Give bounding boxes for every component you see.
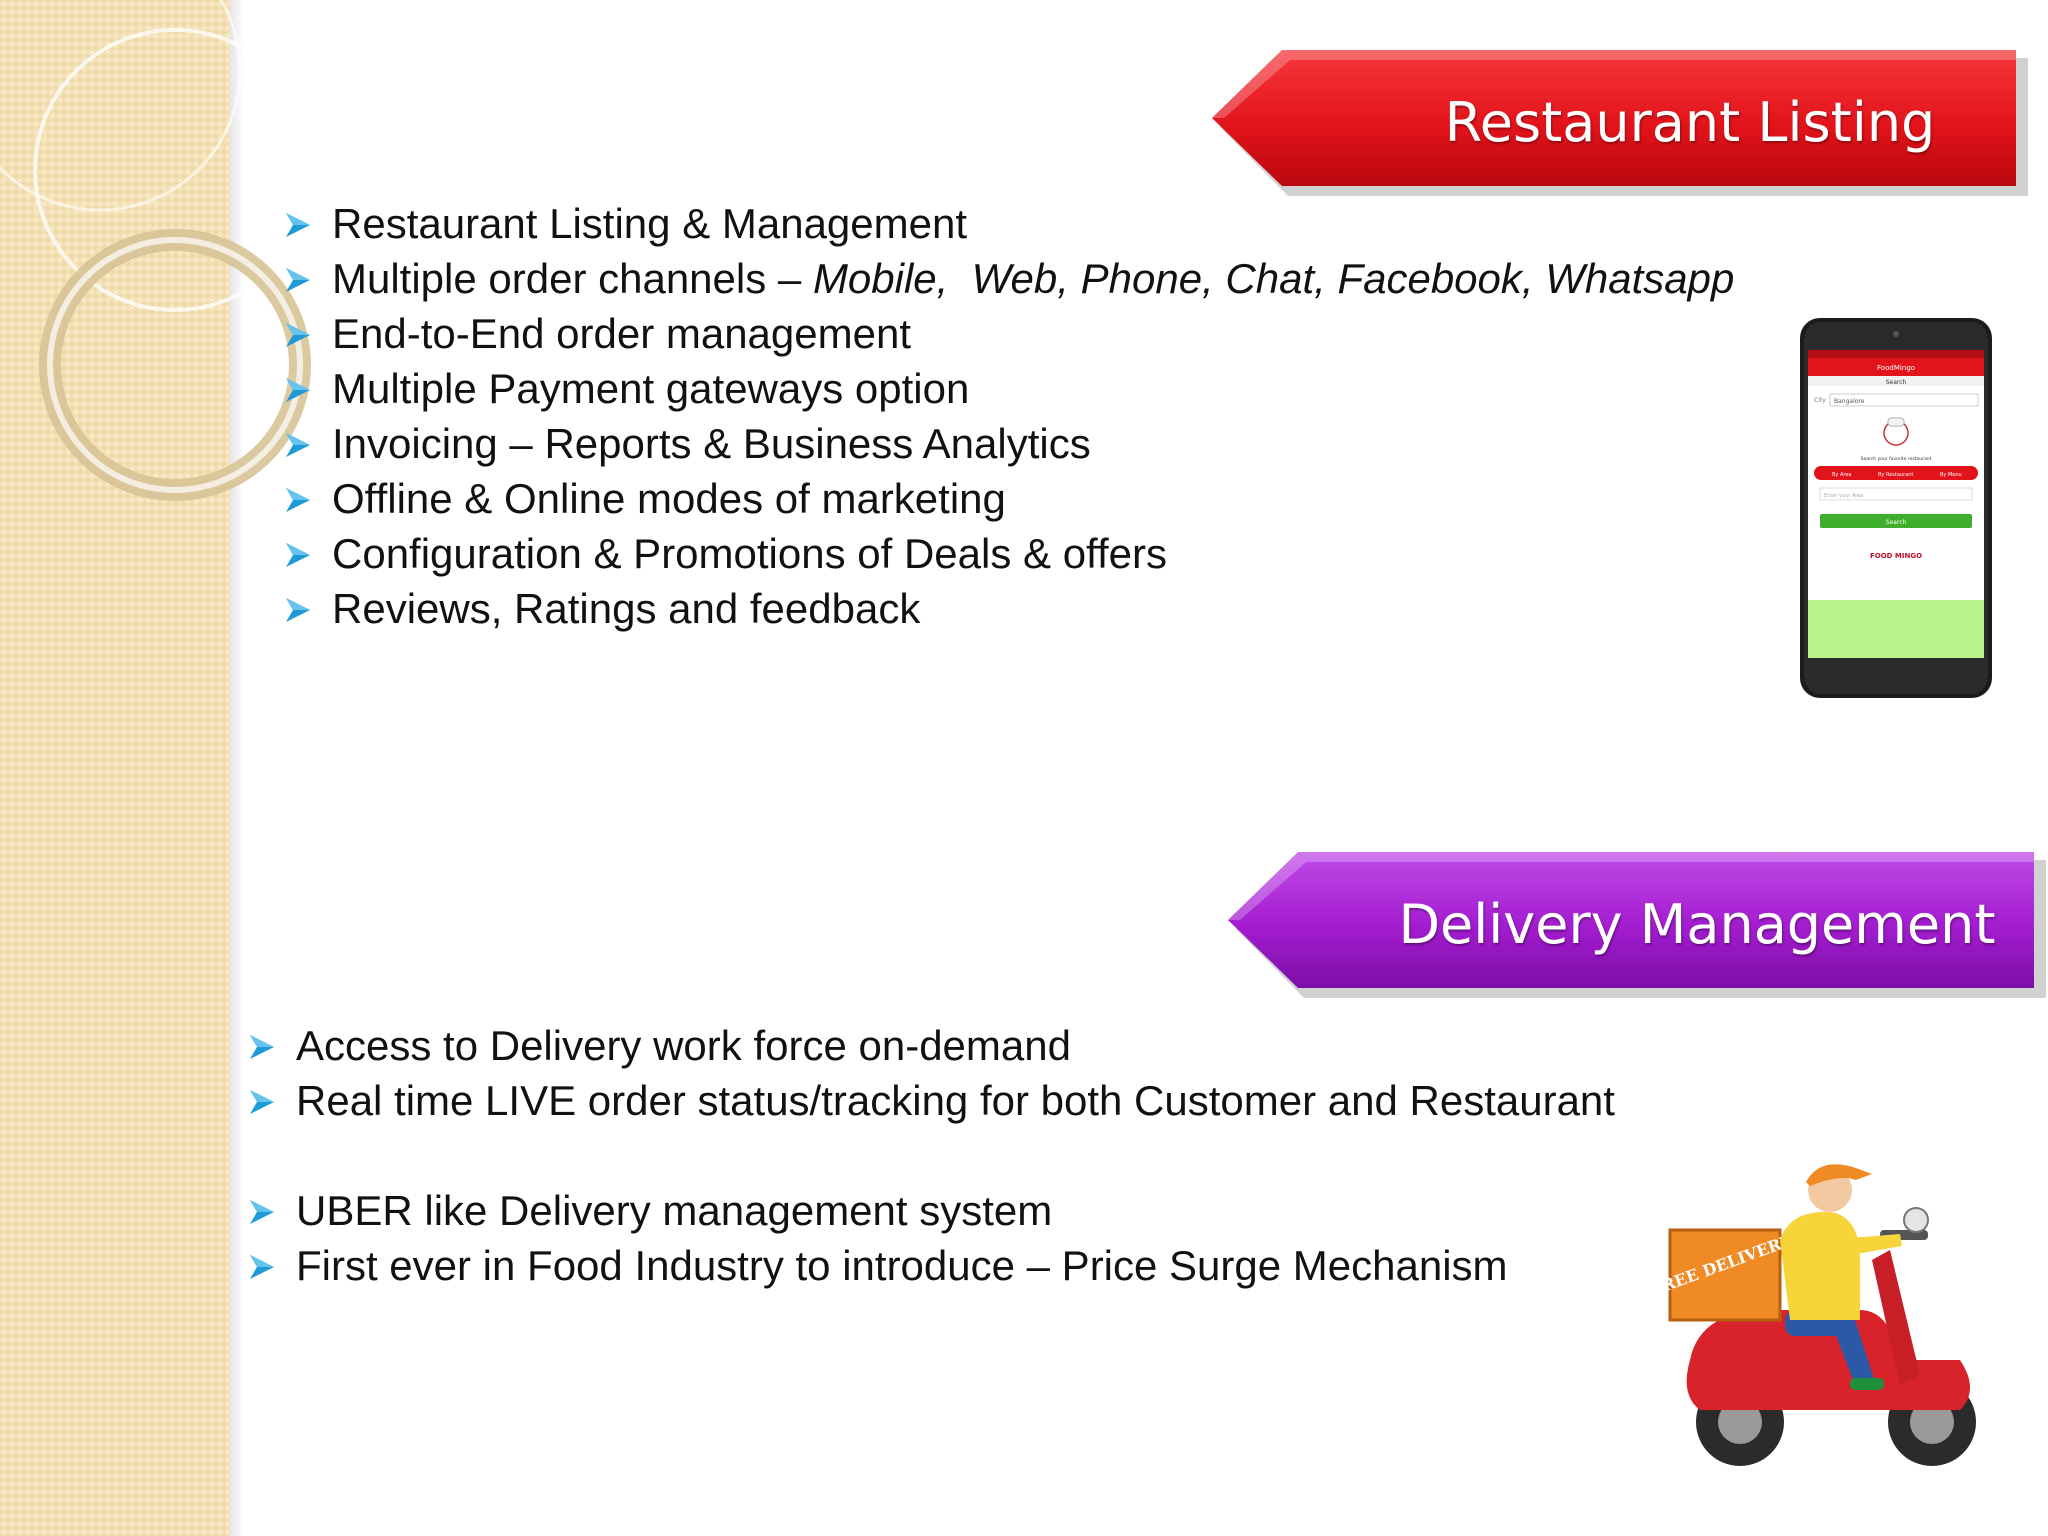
list-item: Access to Delivery work force on-demand xyxy=(248,1018,1615,1073)
list-item-text: Multiple order channels – xyxy=(332,255,813,302)
list-item: Multiple order channels – Mobile, Web, P… xyxy=(284,251,1734,306)
phone-search-header: Search xyxy=(1886,379,1907,386)
decorative-rings xyxy=(0,0,317,501)
arrow-bullet-icon xyxy=(286,213,310,237)
phone-search-button: Search xyxy=(1886,519,1907,526)
list-item-text: UBER like Delivery management system xyxy=(296,1187,1053,1234)
delivery-management-banner: Delivery Management xyxy=(1226,850,2048,998)
delivery-scooter-illustration: FREE DELIVERY xyxy=(1660,1164,1976,1466)
list-item: Invoicing – Reports & Business Analytics xyxy=(284,416,1734,471)
list-item-text: Offline & Online modes of marketing xyxy=(332,475,1006,522)
list-item-text: Multiple Payment gateways option xyxy=(332,365,970,412)
restaurant-features-list: Restaurant Listing & Management Multiple… xyxy=(284,196,1734,636)
list-item-text: Access to Delivery work force on-demand xyxy=(296,1022,1071,1069)
arrow-bullet-icon xyxy=(250,1255,274,1279)
arrow-bullet-icon xyxy=(286,433,310,457)
arrow-bullet-icon xyxy=(286,543,310,567)
list-item-text: First ever in Food Industry to introduce… xyxy=(296,1242,1508,1289)
list-item: End-to-End order management xyxy=(284,306,1734,361)
phone-city-value: Bangalore xyxy=(1834,398,1865,405)
arrow-bullet-icon xyxy=(250,1035,274,1059)
arrow-bullet-icon xyxy=(286,323,310,347)
list-item: First ever in Food Industry to introduce… xyxy=(248,1238,1615,1293)
delivery-features-list: Access to Delivery work force on-demand … xyxy=(248,1018,1615,1293)
arrow-bullet-icon xyxy=(250,1200,274,1224)
arrow-bullet-icon xyxy=(286,488,310,512)
phone-tab-area: By Area xyxy=(1832,472,1852,478)
restaurant-listing-banner: Restaurant Listing xyxy=(1210,48,2030,196)
list-item-spacer xyxy=(248,1128,1615,1183)
phone-logo-text: FOOD MINGO xyxy=(1870,552,1922,560)
list-item-text: Restaurant Listing & Management xyxy=(332,200,968,247)
list-item: UBER like Delivery management system xyxy=(248,1183,1615,1238)
list-item-text: Reviews, Ratings and feedback xyxy=(332,585,921,632)
phone-tagline: Search your favorite restaurant xyxy=(1861,456,1932,462)
list-item-text: Real time LIVE order status/tracking for… xyxy=(296,1077,1615,1124)
banner-shape-purple xyxy=(1228,852,2046,998)
banner-shape-red xyxy=(1212,50,2028,196)
list-item: Offline & Online modes of marketing xyxy=(284,471,1734,526)
delivery-management-title: Delivery Management xyxy=(1398,892,1996,956)
list-item-text: End-to-End order management xyxy=(332,310,911,357)
arrow-bullet-icon xyxy=(250,1090,274,1114)
list-item-text: Invoicing – Reports & Business Analytics xyxy=(332,420,1091,467)
arrow-bullet-icon xyxy=(286,598,310,622)
list-item: Reviews, Ratings and feedback xyxy=(284,581,1734,636)
list-item: Multiple Payment gateways option xyxy=(284,361,1734,416)
list-item-text: Configuration & Promotions of Deals & of… xyxy=(332,530,1167,577)
arrow-bullet-icon xyxy=(286,378,310,402)
phone-input-placeholder: Enter your Area xyxy=(1824,493,1863,499)
phone-mockup: FoodMingo Search City Bangalore Search y… xyxy=(1800,318,1992,698)
phone-city-label: City xyxy=(1814,397,1826,404)
phone-tab-menu: By Menu xyxy=(1940,472,1962,478)
phone-app-name: FoodMingo xyxy=(1877,364,1915,372)
list-item: Real time LIVE order status/tracking for… xyxy=(248,1073,1615,1128)
arrow-bullet-icon xyxy=(286,268,310,292)
restaurant-listing-title: Restaurant Listing xyxy=(1444,90,1936,154)
list-item: Restaurant Listing & Management xyxy=(284,196,1734,251)
list-item-italic-text: Mobile, Web, Phone, Chat, Facebook, What… xyxy=(812,255,1735,302)
phone-tab-restaurant: By Restaurant xyxy=(1878,472,1913,478)
list-item: Configuration & Promotions of Deals & of… xyxy=(284,526,1734,581)
side-panel-shadow xyxy=(230,0,244,1536)
